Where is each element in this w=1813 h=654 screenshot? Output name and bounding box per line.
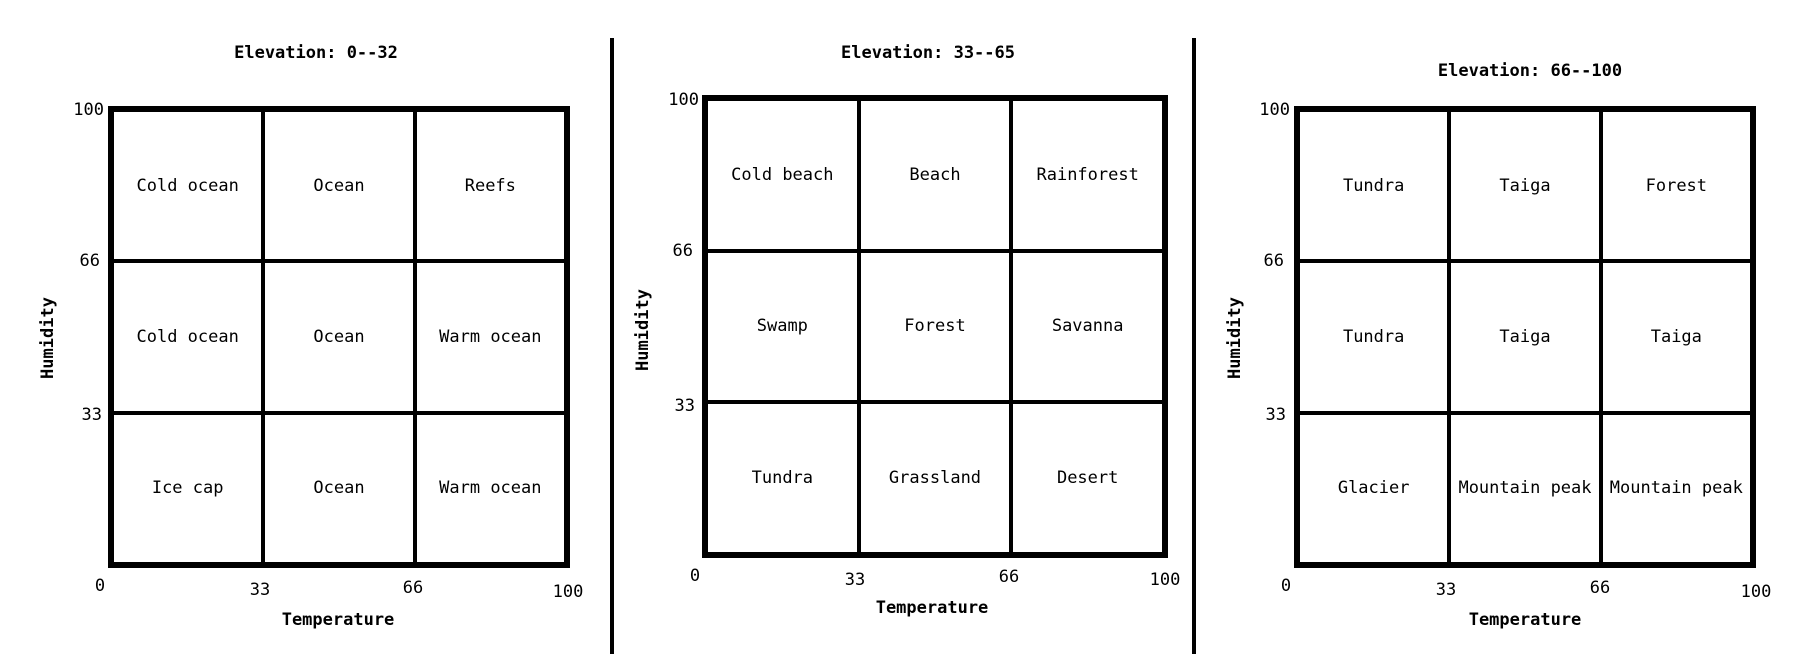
biome-cell: Ocean (263, 412, 415, 564)
biome-cell: Mountain peak (1600, 412, 1752, 564)
y-axis-label: Humidity (1225, 297, 1245, 379)
x-tick-0: 0 (689, 566, 701, 586)
biome-cell: Taiga (1449, 110, 1601, 262)
panel-divider (1192, 38, 1196, 654)
x-tick-33: 33 (1435, 580, 1457, 600)
panel-title: Elevation: 0--32 (234, 43, 398, 63)
biome-cell: Swamp (706, 250, 859, 403)
biome-cell: Ocean (263, 261, 415, 413)
panel-title: Elevation: 33--65 (841, 43, 1015, 63)
x-axis-label: Temperature (281, 610, 395, 630)
biome-cell: Desert (1011, 402, 1164, 554)
y-axis-label: Humidity (633, 289, 653, 371)
biome-cell: Savanna (1011, 250, 1164, 403)
y-tick-33: 33 (81, 405, 102, 425)
biome-cell: Ice cap (112, 412, 264, 564)
y-axis-label: Humidity (38, 297, 58, 379)
biome-grid: Tundra Taiga Forest Tundra Taiga Taiga G… (1294, 106, 1756, 568)
x-tick-33: 33 (844, 570, 866, 590)
biome-cell: Cold beach (706, 99, 859, 251)
panel-title: Elevation: 66--100 (1437, 61, 1623, 81)
biome-cell: Tundra (1298, 110, 1450, 262)
y-tick-66: 66 (1263, 251, 1284, 271)
x-tick-100: 100 (1740, 582, 1772, 602)
x-tick-66: 66 (998, 567, 1020, 587)
biome-cell: Tundra (706, 402, 859, 554)
x-tick-66: 66 (402, 578, 424, 598)
y-tick-100: 100 (73, 100, 104, 120)
biome-cell: Ocean (263, 110, 415, 262)
x-tick-33: 33 (249, 580, 271, 600)
x-tick-100: 100 (552, 582, 584, 602)
y-tick-33: 33 (674, 396, 695, 416)
panel-divider (610, 38, 614, 654)
biome-cell: Cold ocean (112, 261, 264, 413)
biome-cell: Forest (1600, 110, 1752, 262)
biome-cell: Rainforest (1011, 99, 1164, 251)
x-tick-100: 100 (1149, 570, 1181, 590)
biome-cell: Grassland (858, 402, 1012, 554)
y-tick-33: 33 (1265, 405, 1286, 425)
biome-cell: Tundra (1298, 261, 1450, 413)
x-tick-0: 0 (1280, 576, 1292, 596)
biome-cell: Taiga (1600, 261, 1752, 413)
x-axis-label: Temperature (1468, 610, 1582, 630)
y-tick-100: 100 (668, 90, 699, 110)
biome-cell: Glacier (1298, 412, 1450, 564)
y-tick-66: 66 (79, 251, 100, 271)
biome-cell: Warm ocean (414, 261, 566, 413)
x-tick-66: 66 (1589, 578, 1611, 598)
biome-cell: Forest (858, 250, 1012, 403)
biome-cell: Cold ocean (112, 110, 264, 262)
biome-cell: Taiga (1449, 261, 1601, 413)
biome-cell: Reefs (414, 110, 566, 262)
x-tick-0: 0 (94, 576, 106, 596)
biome-cell: Mountain peak (1449, 412, 1601, 564)
biome-cell: Beach (858, 99, 1012, 251)
x-axis-label: Temperature (875, 598, 989, 618)
biome-cell: Warm ocean (414, 412, 566, 564)
biome-grid: Cold ocean Ocean Reefs Cold ocean Ocean … (108, 106, 570, 568)
biome-grid: Cold beach Beach Rainforest Swamp Forest… (702, 95, 1168, 558)
y-tick-66: 66 (672, 241, 693, 261)
y-tick-100: 100 (1259, 100, 1290, 120)
